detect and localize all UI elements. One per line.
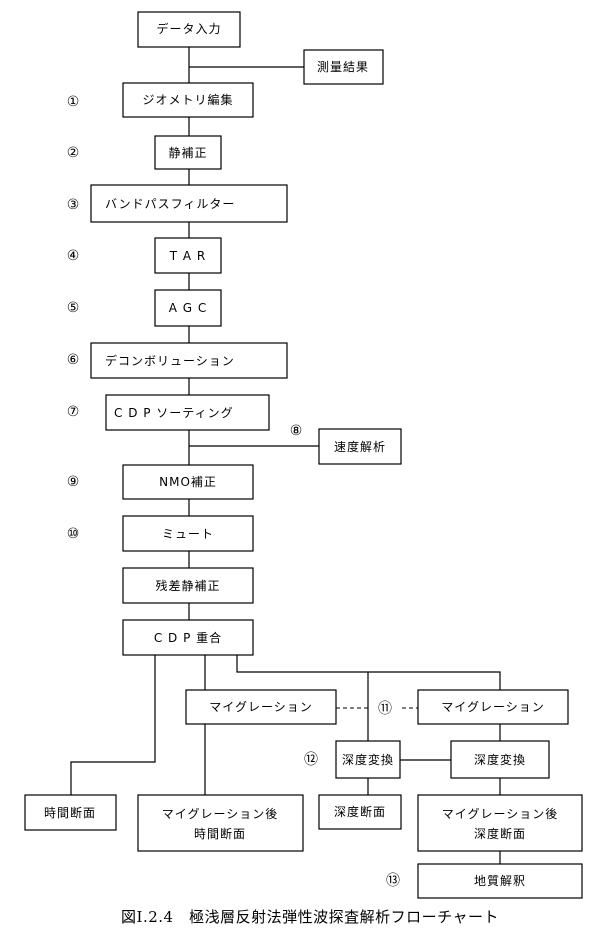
box-label: 時間断面 [44, 805, 96, 820]
box-label: 地質解釈 [474, 873, 526, 888]
box-time-section: 時間断面 [24, 794, 117, 831]
box-label: デコンボリューション [105, 353, 235, 368]
box-label: 深度断面 [474, 826, 526, 841]
step-number: ⑬ [386, 873, 400, 889]
boxes: データ入力 測量結果 ジオメトリ編集 静補正 バンドパスフィルター T A R … [24, 11, 583, 899]
box-label: 静補正 [168, 146, 207, 160]
step-number: ⑧ [290, 423, 303, 439]
box-cdp-stack: C D P 重合 [122, 619, 254, 656]
box-label: マイグレーション後 [442, 807, 559, 821]
box-bandpass-filter: バンドパスフィルター [90, 184, 288, 223]
box-label: ジオメトリ編集 [142, 92, 233, 107]
box-label: データ入力 [156, 21, 221, 36]
step-number: ③ [67, 197, 80, 213]
box-label: C D P 重合 [154, 630, 222, 645]
connectors [70, 47, 501, 864]
step-number: ② [67, 145, 80, 161]
box-migrated-depth-section: マイグレーション後 深度断面 [417, 794, 583, 852]
box-label: ミュート [162, 527, 214, 541]
box-label: バンドパスフィルター [105, 197, 235, 211]
step-number: ⑩ [67, 526, 80, 542]
box-data-input: データ入力 [137, 11, 241, 48]
figure-caption: 図Ⅰ.2.4 極浅層反射法弾性波探査解析フローチャート [121, 908, 499, 926]
box-label: 時間断面 [194, 826, 246, 841]
step-number: ⑫ [304, 752, 318, 768]
box-geology-interpretation: 地質解釈 [417, 863, 583, 899]
box-cdp-sorting: C D P ソーティング [105, 394, 270, 431]
step-number: ⑦ [67, 404, 80, 420]
connector [70, 655, 156, 795]
step-number: ④ [67, 248, 80, 264]
box-tar: T A R [154, 237, 222, 274]
box-migration-left: マイグレーション [185, 689, 337, 725]
box-survey-result: 測量結果 [303, 49, 384, 85]
box-label: 深度変換 [474, 752, 526, 767]
box-agc: A G C [154, 289, 222, 327]
box-static-correction: 静補正 [154, 135, 222, 170]
step-numbers: ① ② ③ ④ ⑤ ⑥ ⑦ ⑧ ⑨ ⑩ ⑪ ⑫ ⑬ [67, 94, 400, 889]
box-depth-conversion-right: 深度変換 [450, 740, 550, 779]
box-label: マイグレーション後 [162, 807, 279, 821]
box-label: 深度変換 [342, 752, 394, 767]
box-label: 速度解析 [334, 439, 386, 454]
box-label: NMO補正 [159, 475, 217, 489]
box-label: A G C [169, 301, 208, 315]
box-mute: ミュート [122, 515, 254, 552]
box-label: マイグレーション [441, 700, 545, 714]
step-number: ⑨ [67, 474, 80, 490]
box-residual-static: 残差静補正 [122, 567, 254, 604]
step-number: ① [67, 94, 80, 110]
box-deconvolution: デコンボリューション [90, 342, 288, 379]
box-label: 深度断面 [334, 804, 386, 819]
step-number: ⑥ [67, 352, 80, 368]
box-velocity-analysis: 速度解析 [318, 428, 402, 465]
box-geometry-edit: ジオメトリ編集 [122, 82, 254, 118]
box-depth-section: 深度断面 [318, 794, 402, 830]
box-label: 測量結果 [317, 60, 369, 74]
box-migration-right: マイグレーション [417, 689, 569, 725]
box-label: マイグレーション [209, 700, 313, 714]
box-depth-conversion-left: 深度変換 [335, 740, 401, 779]
box-migrated-time-section: マイグレーション後 時間断面 [137, 794, 304, 852]
step-number: ⑪ [378, 701, 392, 717]
box-label: T A R [169, 249, 207, 263]
box-nmo-correction: NMO補正 [122, 464, 254, 500]
box-label: C D P ソーティング [114, 406, 234, 420]
box-label: 残差静補正 [155, 579, 220, 593]
step-number: ⑤ [67, 300, 80, 316]
